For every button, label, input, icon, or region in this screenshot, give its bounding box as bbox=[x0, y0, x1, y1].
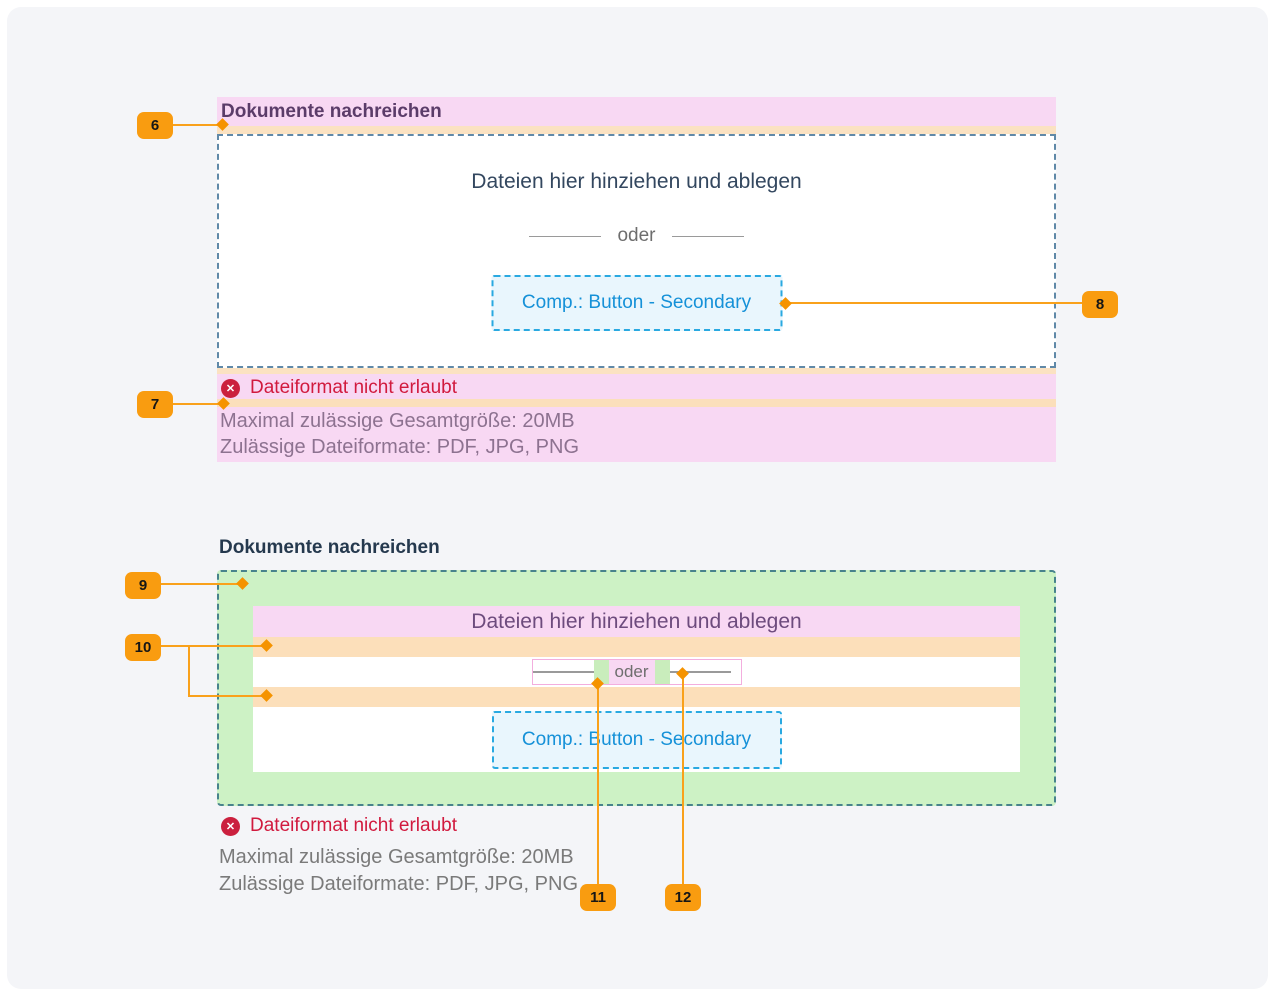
divider-line-right bbox=[671, 235, 744, 237]
error-row: ✕ Dateiformat nicht erlaubt bbox=[221, 815, 457, 836]
annotation-line bbox=[160, 583, 240, 585]
file-dropzone-dragover[interactable]: Dateien hier hinziehen und ablegen oder … bbox=[217, 570, 1056, 806]
annotation-line bbox=[789, 302, 1082, 304]
divider-gap-highlight bbox=[654, 660, 670, 684]
annotation-line bbox=[682, 676, 684, 884]
error-row: ✕ Dateiformat nicht erlaubt bbox=[221, 377, 457, 398]
annotation-line bbox=[172, 403, 221, 405]
annotation-badge-9: 9 bbox=[125, 572, 161, 599]
annotation-line bbox=[597, 686, 599, 884]
error-icon: ✕ bbox=[221, 378, 240, 398]
margin-highlight-stripe bbox=[217, 126, 1056, 134]
divider-label: oder bbox=[608, 660, 655, 684]
divider-row: oder bbox=[253, 657, 1020, 687]
margin-highlight-stripe bbox=[217, 368, 1056, 374]
annotation-badge-6: 6 bbox=[137, 112, 173, 139]
divider-line-left bbox=[529, 235, 602, 237]
dropzone-content: Dateien hier hinziehen und ablegen oder … bbox=[253, 606, 1020, 772]
upload-secondary-button[interactable]: Comp.: Button - Secondary bbox=[491, 711, 782, 769]
annotation-badge-11: 11 bbox=[580, 884, 616, 911]
error-panel-highlight: ✕ Dateiformat nicht erlaubt Maximal zulä… bbox=[217, 374, 1056, 462]
annotation-line bbox=[172, 124, 221, 126]
error-message: Dateiformat nicht erlaubt bbox=[250, 815, 457, 836]
hint-max-size: Maximal zulässige Gesamtgröße: 20MB bbox=[220, 410, 575, 432]
file-dropzone[interactable]: Dateien hier hinziehen und ablegen oder … bbox=[217, 134, 1056, 368]
dropzone-instruction: Dateien hier hinziehen und ablegen bbox=[471, 170, 802, 193]
dropzone-instruction-highlight: Dateien hier hinziehen und ablegen bbox=[253, 606, 1020, 637]
divider: oder bbox=[219, 224, 1054, 248]
section-title: Dokumente nachreichen bbox=[221, 101, 442, 122]
divider-line-right bbox=[669, 671, 731, 673]
annotation-line bbox=[188, 645, 190, 697]
divider-label: oder bbox=[617, 225, 656, 246]
annotation-badge-8: 8 bbox=[1082, 291, 1118, 318]
button-row: Comp.: Button - Secondary bbox=[253, 707, 1020, 772]
hint-file-formats: Zulässige Dateiformate: PDF, JPG, PNG bbox=[220, 436, 580, 458]
margin-highlight-stripe bbox=[253, 687, 1020, 707]
annotation-badge-7: 7 bbox=[137, 391, 173, 418]
divider-measure-box: oder bbox=[531, 659, 742, 685]
section-title-highlight: Dokumente nachreichen bbox=[217, 97, 1056, 126]
margin-highlight-stripe bbox=[217, 399, 1056, 407]
hint-max-size: Maximal zulässige Gesamtgröße: 20MB bbox=[219, 846, 574, 868]
error-icon: ✕ bbox=[221, 816, 240, 836]
section-title: Dokumente nachreichen bbox=[219, 537, 440, 558]
annotation-line bbox=[188, 695, 264, 697]
upload-secondary-button[interactable]: Comp.: Button - Secondary bbox=[491, 275, 782, 331]
divider-line-left bbox=[532, 671, 594, 673]
annotation-line bbox=[160, 645, 264, 647]
annotation-badge-12: 12 bbox=[665, 884, 701, 911]
error-message: Dateiformat nicht erlaubt bbox=[250, 377, 457, 398]
annotation-badge-10: 10 bbox=[125, 634, 161, 661]
hint-file-formats: Zulässige Dateiformate: PDF, JPG, PNG bbox=[219, 873, 579, 895]
margin-highlight-stripe bbox=[253, 637, 1020, 657]
